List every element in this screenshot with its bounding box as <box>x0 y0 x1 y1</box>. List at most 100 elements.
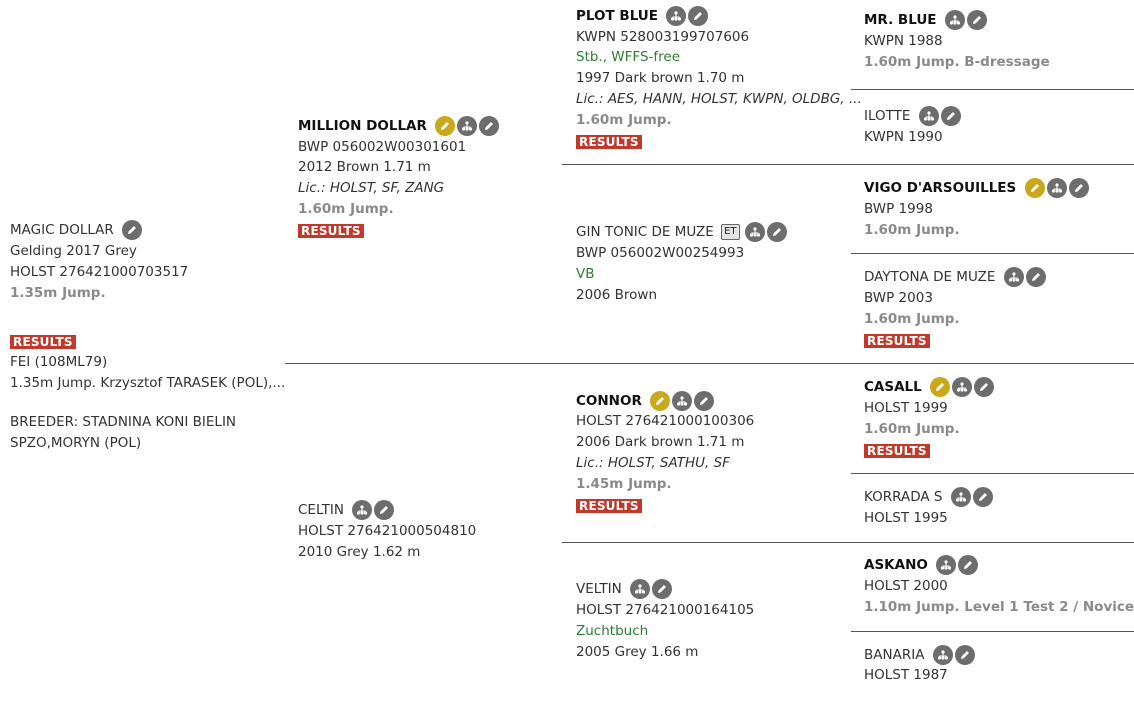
horse-performance: 1.60m Jump. B-dressage <box>864 54 1050 70</box>
pencil-icon[interactable] <box>688 6 709 26</box>
horse-studbook: Zuchtbuch <box>576 623 649 639</box>
pedigree-tree-icon[interactable] <box>666 6 687 26</box>
horse-performance: 1.60m Jump. <box>576 112 672 128</box>
divider-gen3-4 <box>851 631 1134 632</box>
horse-info: 2006 Dark brown 1.71 m <box>576 434 745 450</box>
horse-performance: 1.10m Jump. Level 1 Test 2 / Novice <box>864 599 1134 615</box>
pencil-icon[interactable] <box>766 222 787 242</box>
horse-name[interactable]: PLOT BLUE <box>576 8 658 24</box>
horse-info: 2010 Grey 1.62 m <box>298 544 421 560</box>
horse-registration: HOLST 1995 <box>864 510 948 526</box>
horse-registration: BWP 1998 <box>864 201 933 217</box>
pedigree-tree-icon[interactable] <box>352 500 373 520</box>
horse-name[interactable]: DAYTONA DE MUZE <box>864 269 996 285</box>
horse-licences: Lic.: HOLST, SF, ZANG <box>298 180 445 196</box>
pencil-icon[interactable] <box>954 645 975 665</box>
horse-licences: Lic.: AES, HANN, HOLST, KWPN, OLDBG, ... <box>576 91 862 107</box>
horse-registration: KWPN 528003199707606 <box>576 29 750 45</box>
fei-id: FEI (108ML79) <box>10 354 108 370</box>
horse-name[interactable]: VELTIN <box>576 581 622 597</box>
divider-gen3-1 <box>851 89 1134 90</box>
breeder-line1: BREEDER: STADNINA KONI BIELIN <box>10 414 237 430</box>
pencil-icon[interactable] <box>974 377 995 397</box>
results-button[interactable]: RESULTS <box>298 224 364 238</box>
licensed-key-icon[interactable] <box>1024 178 1045 198</box>
horse-name[interactable]: CASALL <box>864 379 922 395</box>
embryo-transfer-badge: ET <box>721 224 740 240</box>
pedigree-tree-icon[interactable] <box>936 555 957 575</box>
pedigree-tree-icon[interactable] <box>932 645 953 665</box>
divider-gen2-bottom <box>562 542 1134 543</box>
horse-performance: 1.60m Jump. <box>298 201 394 217</box>
pencil-icon[interactable] <box>940 106 961 126</box>
horse-name[interactable]: BANARIA <box>864 647 925 663</box>
horse-name[interactable]: VIGO D'ARSOUILLES <box>864 180 1017 196</box>
horse-registration: HOLST 2000 <box>864 578 948 594</box>
horse-performance: 1.45m Jump. <box>576 476 672 492</box>
results-button[interactable]: RESULTS <box>10 335 76 349</box>
horse-registration: HOLST 276421000164105 <box>576 602 755 618</box>
pedigree-tree-icon[interactable] <box>1046 178 1067 198</box>
horse-registration: HOLST 276421000100306 <box>576 413 755 429</box>
results-button[interactable]: RESULTS <box>576 135 642 149</box>
horse-name[interactable]: CONNOR <box>576 393 642 409</box>
pencil-icon[interactable] <box>374 500 395 520</box>
horse-info: 2005 Grey 1.66 m <box>576 644 699 660</box>
horse-name[interactable]: MAGIC DOLLAR <box>10 222 114 238</box>
licensed-key-icon[interactable] <box>930 377 951 397</box>
horse-registration: HOLST 276421000703517 <box>10 264 189 280</box>
pedigree-tree-icon[interactable] <box>457 116 478 136</box>
divider-gen2-top <box>562 164 1134 165</box>
horse-registration: KWPN 1990 <box>864 129 943 145</box>
pencil-icon[interactable] <box>694 391 715 411</box>
pencil-icon[interactable] <box>1025 267 1046 287</box>
horse-registration: HOLST 276421000504810 <box>298 523 477 539</box>
pencil-icon[interactable] <box>479 116 500 136</box>
pedigree-tree-icon[interactable] <box>1003 267 1024 287</box>
horse-performance: 1.35m Jump. <box>10 285 106 301</box>
breeder-line2: SPZO,MORYN (POL) <box>10 435 142 451</box>
pedigree-tree-icon[interactable] <box>630 579 651 599</box>
horse-performance: 1.60m Jump. <box>864 311 960 327</box>
horse-name[interactable]: ILOTTE <box>864 108 911 124</box>
results-button[interactable]: RESULTS <box>864 444 930 458</box>
pedigree-tree-icon[interactable] <box>950 487 971 507</box>
pencil-icon[interactable] <box>958 555 979 575</box>
horse-registration: HOLST 1987 <box>864 667 948 683</box>
licensed-key-icon[interactable] <box>650 391 671 411</box>
horse-info: 2012 Brown 1.71 m <box>298 159 431 175</box>
pencil-icon[interactable] <box>966 10 987 30</box>
pedigree-tree-icon[interactable] <box>672 391 693 411</box>
horse-name[interactable]: KORRADA S <box>864 489 943 505</box>
horse-registration: HOLST 1999 <box>864 400 948 416</box>
fei-performance[interactable]: 1.35m Jump. Krzysztof TARASEK (POL),... <box>10 375 286 391</box>
divider-gen3-3 <box>851 473 1134 474</box>
horse-info: Gelding 2017 Grey <box>10 243 137 259</box>
horse-licences: Lic.: HOLST, SATHU, SF <box>576 455 730 471</box>
horse-name[interactable]: MR. BLUE <box>864 12 937 28</box>
horse-performance: 1.60m Jump. <box>864 421 960 437</box>
horse-studbook: Stb., WFFS-free <box>576 49 681 65</box>
results-button[interactable]: RESULTS <box>864 334 930 348</box>
horse-name[interactable]: ASKANO <box>864 557 928 573</box>
pedigree-tree-icon[interactable] <box>918 106 939 126</box>
licensed-key-icon[interactable] <box>435 116 456 136</box>
divider-gen3-2 <box>851 253 1134 254</box>
horse-info: 2006 Brown <box>576 287 658 303</box>
horse-name[interactable]: CELTIN <box>298 502 344 518</box>
pedigree-tree-icon[interactable] <box>944 10 965 30</box>
pedigree-tree-icon[interactable] <box>952 377 973 397</box>
horse-performance: 1.60m Jump. <box>864 222 960 238</box>
horse-studbook: VB <box>576 266 595 282</box>
horse-name[interactable]: MILLION DOLLAR <box>298 118 427 134</box>
horse-registration: KWPN 1988 <box>864 33 943 49</box>
horse-registration: BWP 2003 <box>864 290 933 306</box>
pencil-icon[interactable] <box>652 579 673 599</box>
results-button[interactable]: RESULTS <box>576 499 642 513</box>
horse-registration: BWP 056002W00254993 <box>576 245 745 261</box>
pencil-icon[interactable] <box>122 220 143 240</box>
pencil-icon[interactable] <box>972 487 993 507</box>
pencil-icon[interactable] <box>1068 178 1089 198</box>
pedigree-tree-icon[interactable] <box>744 222 765 242</box>
horse-name[interactable]: GIN TONIC DE MUZE <box>576 224 714 240</box>
